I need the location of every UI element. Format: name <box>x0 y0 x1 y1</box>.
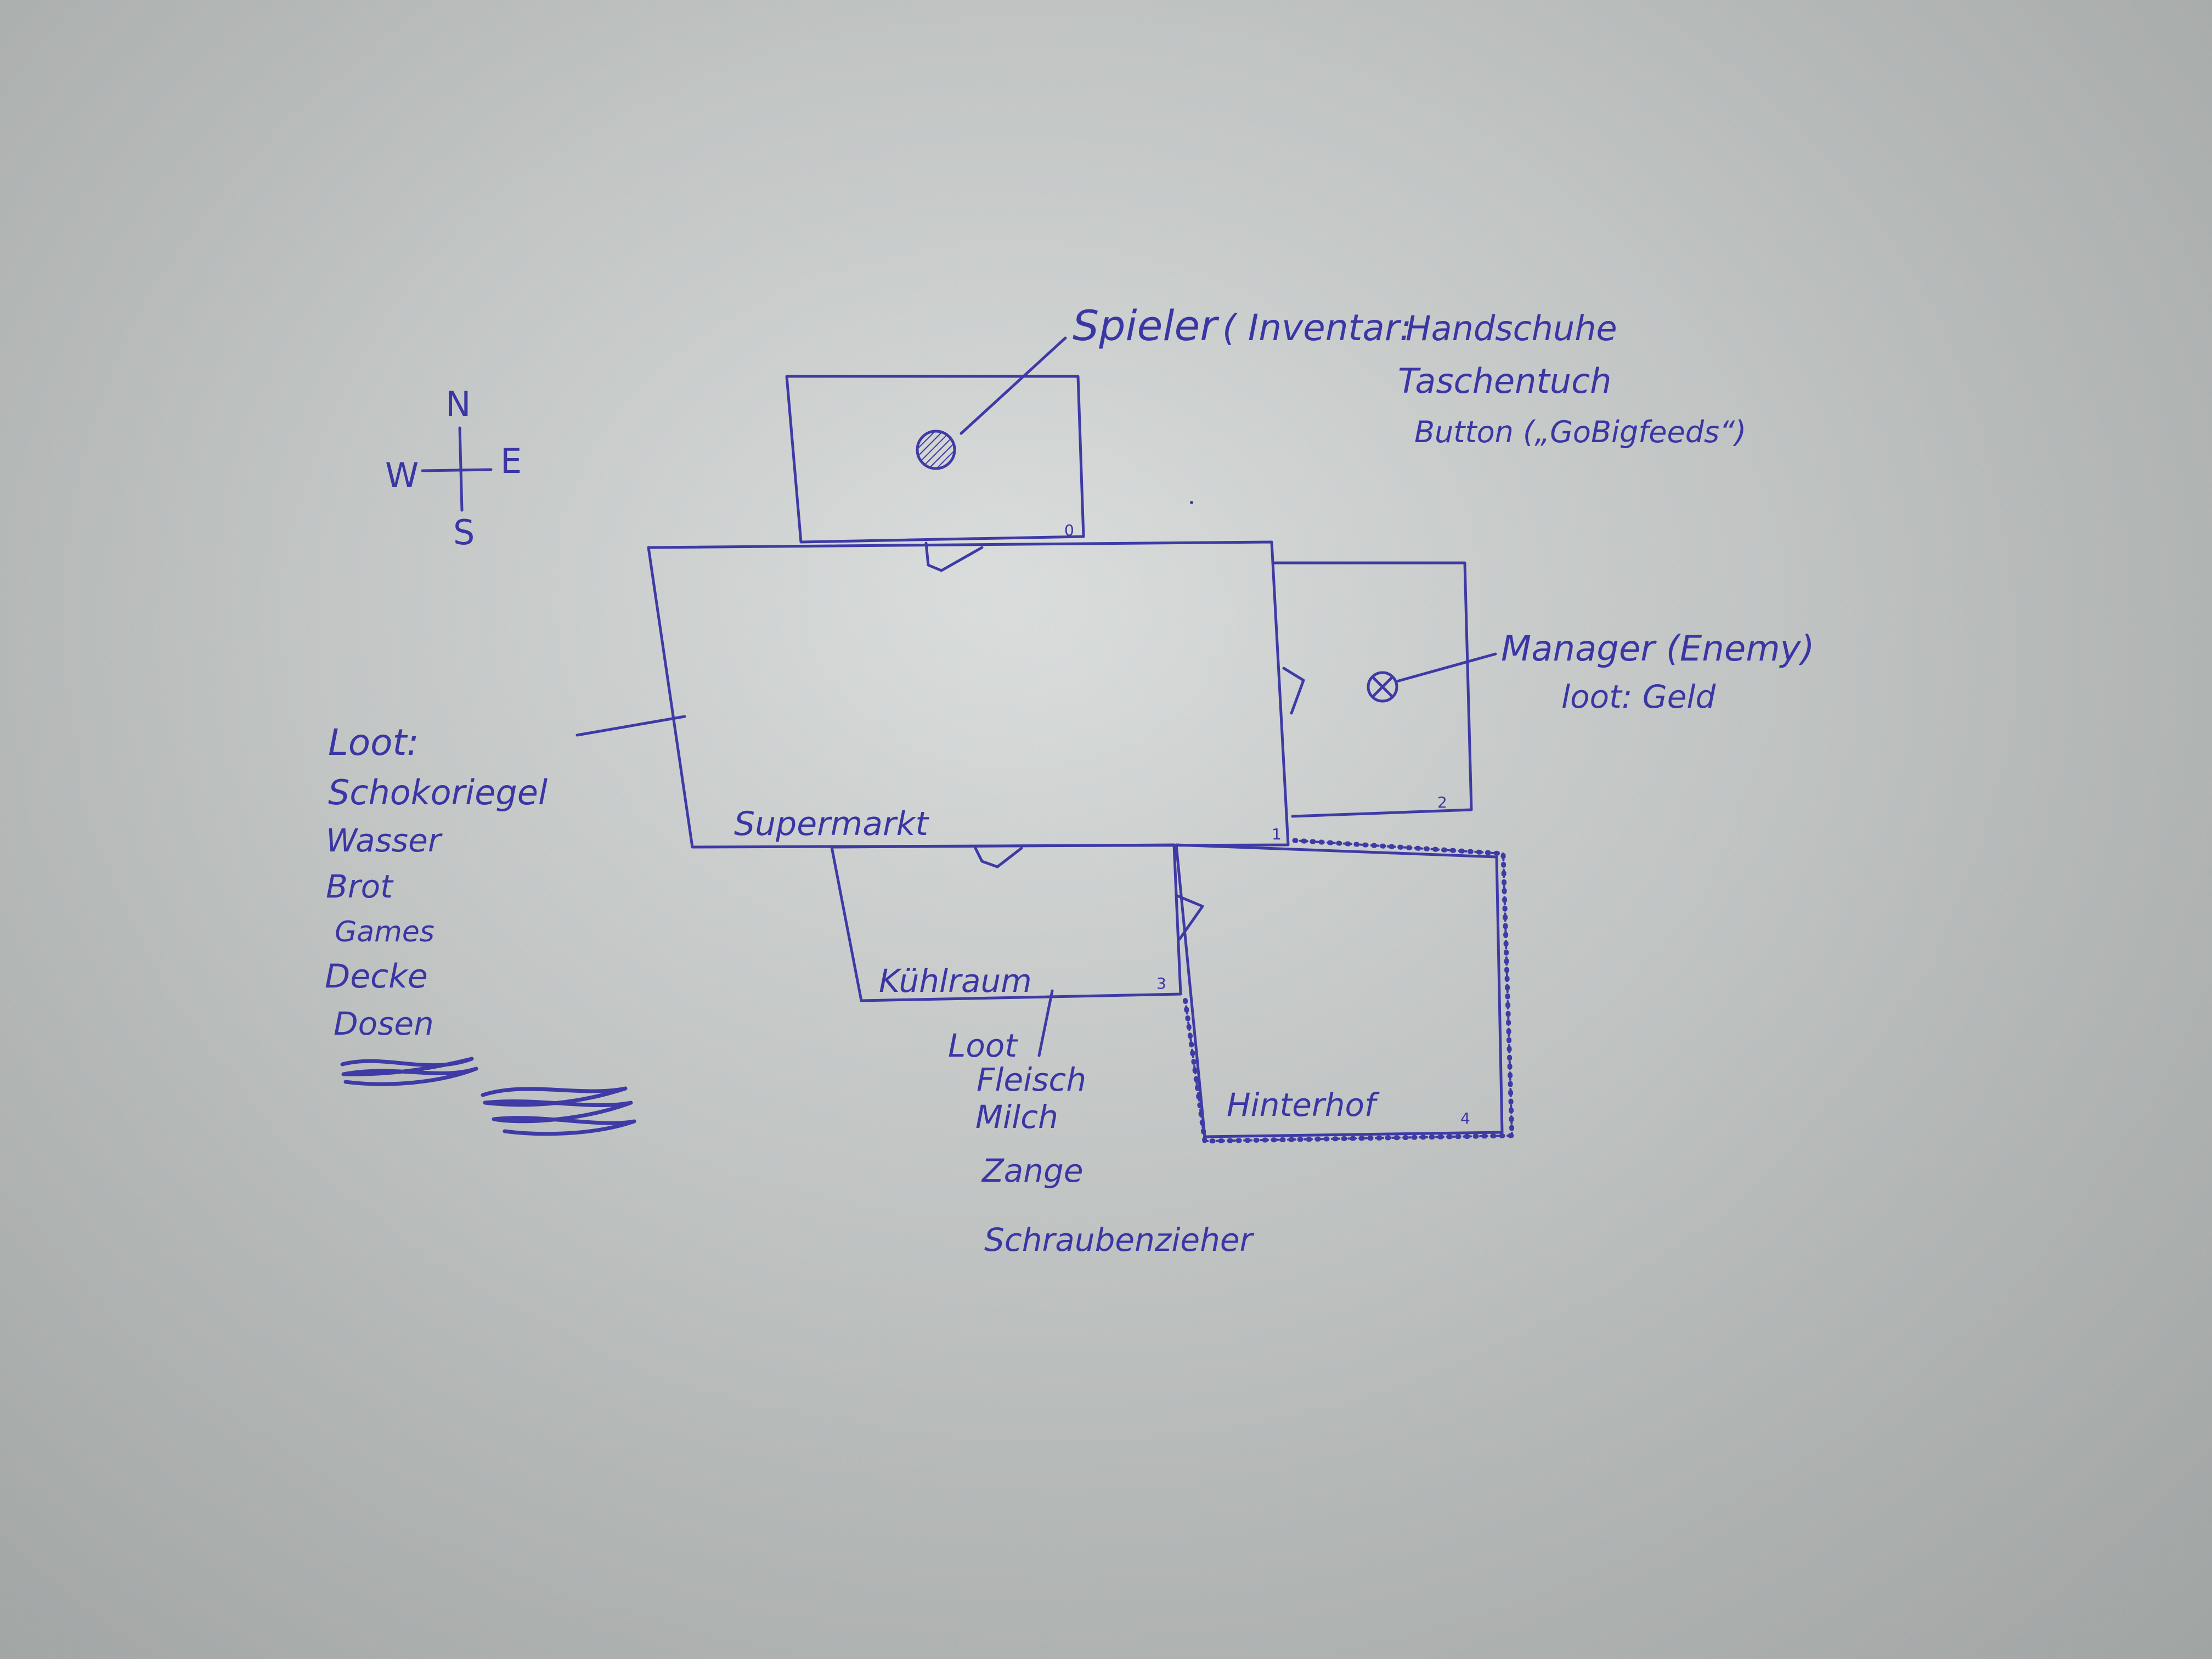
compass-rose: N E S W <box>385 384 522 552</box>
compass-west: W <box>385 455 419 495</box>
room-4-scallop-edge <box>1182 838 1515 1144</box>
loot-item: Dosen <box>334 1005 434 1042</box>
room-3-number: 3 <box>1156 974 1166 992</box>
supermarkt-loot-list: Loot: Schokoriegel Wasser Brot Games Dec… <box>325 721 636 1136</box>
inventory-item: Handschuhe <box>1406 308 1617 348</box>
enemy-marker-cross <box>1371 675 1394 698</box>
loot-title: Loot <box>948 1027 1018 1064</box>
ink-dot <box>1190 501 1193 504</box>
loot-item: Fleisch <box>977 1061 1086 1098</box>
room-1-name: Supermarkt <box>734 805 929 843</box>
scribble-1 <box>340 1057 478 1086</box>
room-4-hinterhof: Hinterhof 4 <box>1175 838 1515 1144</box>
enemy-marker-icon <box>1367 671 1398 703</box>
room-2-outline <box>1272 561 1473 818</box>
room-1-number: 1 <box>1272 825 1282 843</box>
loot-item: Zange <box>981 1152 1084 1189</box>
loot-item: Schraubenzieher <box>984 1221 1255 1259</box>
room-1-outline <box>647 540 1290 849</box>
door-0-1 <box>924 541 984 572</box>
door-1-3 <box>974 847 1023 868</box>
manager-loot: loot: Geld <box>1561 678 1717 715</box>
door-3-4 <box>1175 894 1204 941</box>
compass-south: S <box>453 512 475 552</box>
inventory-title: ( Inventar: <box>1222 307 1412 349</box>
loot-item: Brot <box>326 868 394 905</box>
loot-item: Decke <box>325 957 428 996</box>
room-0-outline <box>785 375 1085 544</box>
room-0: 0 <box>785 375 1085 572</box>
player-pointer-line <box>960 336 1067 435</box>
room-4-outline <box>1175 843 1504 1138</box>
player-marker-icon <box>916 430 956 470</box>
door-1-2 <box>1282 667 1305 715</box>
room-3-outline <box>830 843 1182 1002</box>
manager-label: Manager (Enemy) <box>1501 629 1814 669</box>
loot-item: Milch <box>975 1098 1058 1136</box>
scribbled-out-entries <box>340 1057 636 1136</box>
loot-item: Schokoriegel <box>328 772 548 812</box>
loot-item: Games <box>335 916 435 949</box>
room-2-number: 2 <box>1437 793 1447 811</box>
room-4-name: Hinterhof <box>1227 1086 1380 1124</box>
kuehlraum-loot-pointer-line <box>1037 989 1054 1057</box>
room-3-kuehlraum: Kühlraum 3 <box>830 843 1204 1002</box>
compass-we-line <box>421 468 493 472</box>
room-0-number: 0 <box>1064 521 1074 539</box>
room-2: 2 <box>1272 561 1473 818</box>
supermarkt-loot-pointer-line <box>575 715 686 737</box>
room-4-number: 4 <box>1460 1109 1470 1127</box>
kuehlraum-loot-list: Loot Fleisch Milch Zange Schraubenzieher <box>948 1027 1255 1259</box>
loot-item: Wasser <box>326 822 443 859</box>
compass-east: E <box>500 441 522 481</box>
inventory-item: Button („GoBigfeeds“) <box>1414 415 1746 449</box>
scribble-2 <box>481 1086 636 1136</box>
inventory-item: Taschentuch <box>1398 361 1611 401</box>
compass-north: N <box>445 384 471 424</box>
manager-pointer-line <box>1395 652 1497 683</box>
loot-title: Loot: <box>328 721 419 764</box>
player-label: Spieler <box>1073 301 1220 350</box>
room-1-supermarkt: Supermarkt 1 <box>647 540 1305 868</box>
room-3-name: Kühlraum <box>879 962 1032 1000</box>
